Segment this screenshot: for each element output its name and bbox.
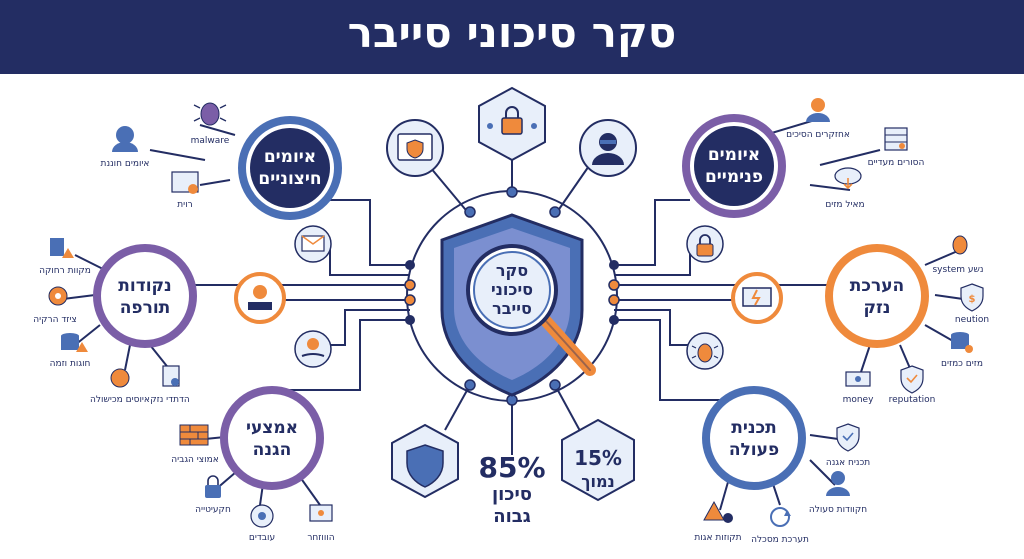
hub-action-line1: תכנית — [731, 418, 777, 438]
staff-person-icon — [806, 98, 830, 122]
label-alerts: תקוזות אגות — [694, 533, 741, 543]
center-title-line1: סקר — [496, 261, 528, 280]
label-internal-staff: אחזקרים הסיכים — [786, 130, 850, 140]
network-lock-icon — [478, 86, 546, 162]
shield-check-icon — [836, 423, 860, 452]
label-device-id: ציזד הרקיה — [33, 315, 76, 325]
label-firewall: אמוצי הגביה — [171, 455, 218, 465]
hub-defense-line2: הגנה — [253, 440, 292, 460]
insider-document-icon — [162, 365, 180, 387]
money-stack-icon — [845, 371, 871, 387]
money-hand-icon — [294, 330, 332, 368]
label-unpatched-line: איוסים מכישולה — [90, 395, 150, 405]
low-risk-value: 15% — [574, 446, 622, 470]
hub-defense-measures — [220, 386, 324, 490]
user-laptop-icon — [234, 272, 286, 324]
hub-damage-line2: נזק — [863, 298, 890, 318]
reputation-shield-icon — [900, 365, 924, 394]
label-recovery: תערכת מסכלה — [751, 535, 809, 545]
label-data-breach: חוגות וזמה — [50, 359, 91, 369]
database-warning-icon — [61, 333, 88, 352]
label-training: הוווזחר — [307, 533, 334, 543]
label-system: system נשע — [932, 265, 983, 275]
label-servers: הסורים מעדיים — [868, 158, 925, 168]
system-bug-icon — [952, 235, 968, 255]
malware-icon — [193, 102, 227, 126]
label-insider-leak: הדתדי נזק — [150, 395, 190, 405]
label-money: money — [843, 395, 875, 405]
shield-hex-icon — [391, 423, 459, 499]
label-remote-points: מקוות רחוקה — [39, 266, 91, 276]
training-board-icon — [309, 504, 333, 522]
high-risk-line2: גבוה — [493, 506, 531, 527]
employees-icon — [250, 504, 274, 528]
label-response-team: חקוודות סעולה — [809, 505, 867, 515]
hub-defense-line1: אמצעי — [246, 418, 298, 438]
lock-small-icon — [205, 475, 221, 498]
hub-internal-threats — [682, 114, 786, 218]
high-risk-value: 85% — [478, 451, 545, 484]
label-defense-plan: תכניח אגנה — [826, 458, 870, 468]
label-neution: neution — [955, 315, 989, 325]
label-hacker-threat: איומים חוננת — [101, 159, 150, 169]
svg-text:$: $ — [969, 294, 976, 305]
high-risk-line1: סיכון — [492, 484, 532, 505]
label-employees: עובדים — [249, 533, 275, 543]
padlock-icon — [686, 225, 724, 263]
virus-people-icon — [110, 368, 130, 388]
database-x-icon — [951, 332, 973, 353]
remote-access-icon — [50, 238, 74, 258]
hub-action-plan — [702, 386, 806, 490]
bug-icon — [686, 332, 724, 370]
hacker-icon — [579, 119, 637, 177]
page-title: סקר סיכוני סייבר — [347, 8, 677, 57]
low-risk-label: נמוך — [581, 472, 615, 491]
label-malware: malware — [191, 136, 230, 146]
dollar-shield-icon: $ — [960, 283, 984, 312]
center-title-line2: סיכוני — [491, 280, 533, 299]
hub-external-line2: חיצוניים — [258, 169, 321, 189]
server-icon — [884, 127, 908, 151]
hub-damage-assessment — [825, 244, 929, 348]
hub-vulnerabilities — [93, 244, 197, 348]
hub-external-threats — [238, 116, 342, 220]
low-risk-hex — [561, 418, 635, 502]
title-banner — [0, 0, 1024, 74]
label-cloud: מאיל מזים — [825, 200, 864, 210]
phishing-browser-icon — [171, 171, 199, 194]
hub-external-line1: איומים — [264, 147, 316, 167]
label-phishing: רוית — [177, 200, 192, 210]
device-gear-icon — [48, 286, 68, 306]
junction-nodes — [404, 186, 620, 406]
firewall-icon — [179, 424, 209, 446]
label-encryption: חקעיטייה — [195, 505, 231, 515]
hub-damage-line1: הערכת — [850, 276, 904, 296]
response-agent-icon — [826, 471, 850, 496]
center-shield — [440, 213, 596, 397]
center-title-line3: סייבר — [492, 299, 532, 318]
hub-vulnerabilities-line1: נקודות — [118, 276, 172, 296]
cloud-download-icon — [834, 167, 862, 190]
hub-internal-line1: איומים — [708, 145, 760, 165]
hub-action-line2: פעולה — [729, 440, 779, 460]
hub-vulnerabilities-line2: תורפה — [120, 298, 171, 318]
email-warning-icon — [294, 225, 332, 263]
browser-shield-icon — [386, 119, 444, 177]
refresh-cycle-icon — [770, 507, 791, 527]
label-reputation: reputation — [889, 395, 936, 405]
hub-internal-line2: פנימיים — [705, 167, 763, 187]
warning-triangle-icon — [703, 500, 733, 523]
hooded-hacker-icon — [112, 126, 138, 152]
monitor-alert-icon — [731, 272, 783, 324]
label-mobile: מזים כמזים — [941, 359, 983, 369]
